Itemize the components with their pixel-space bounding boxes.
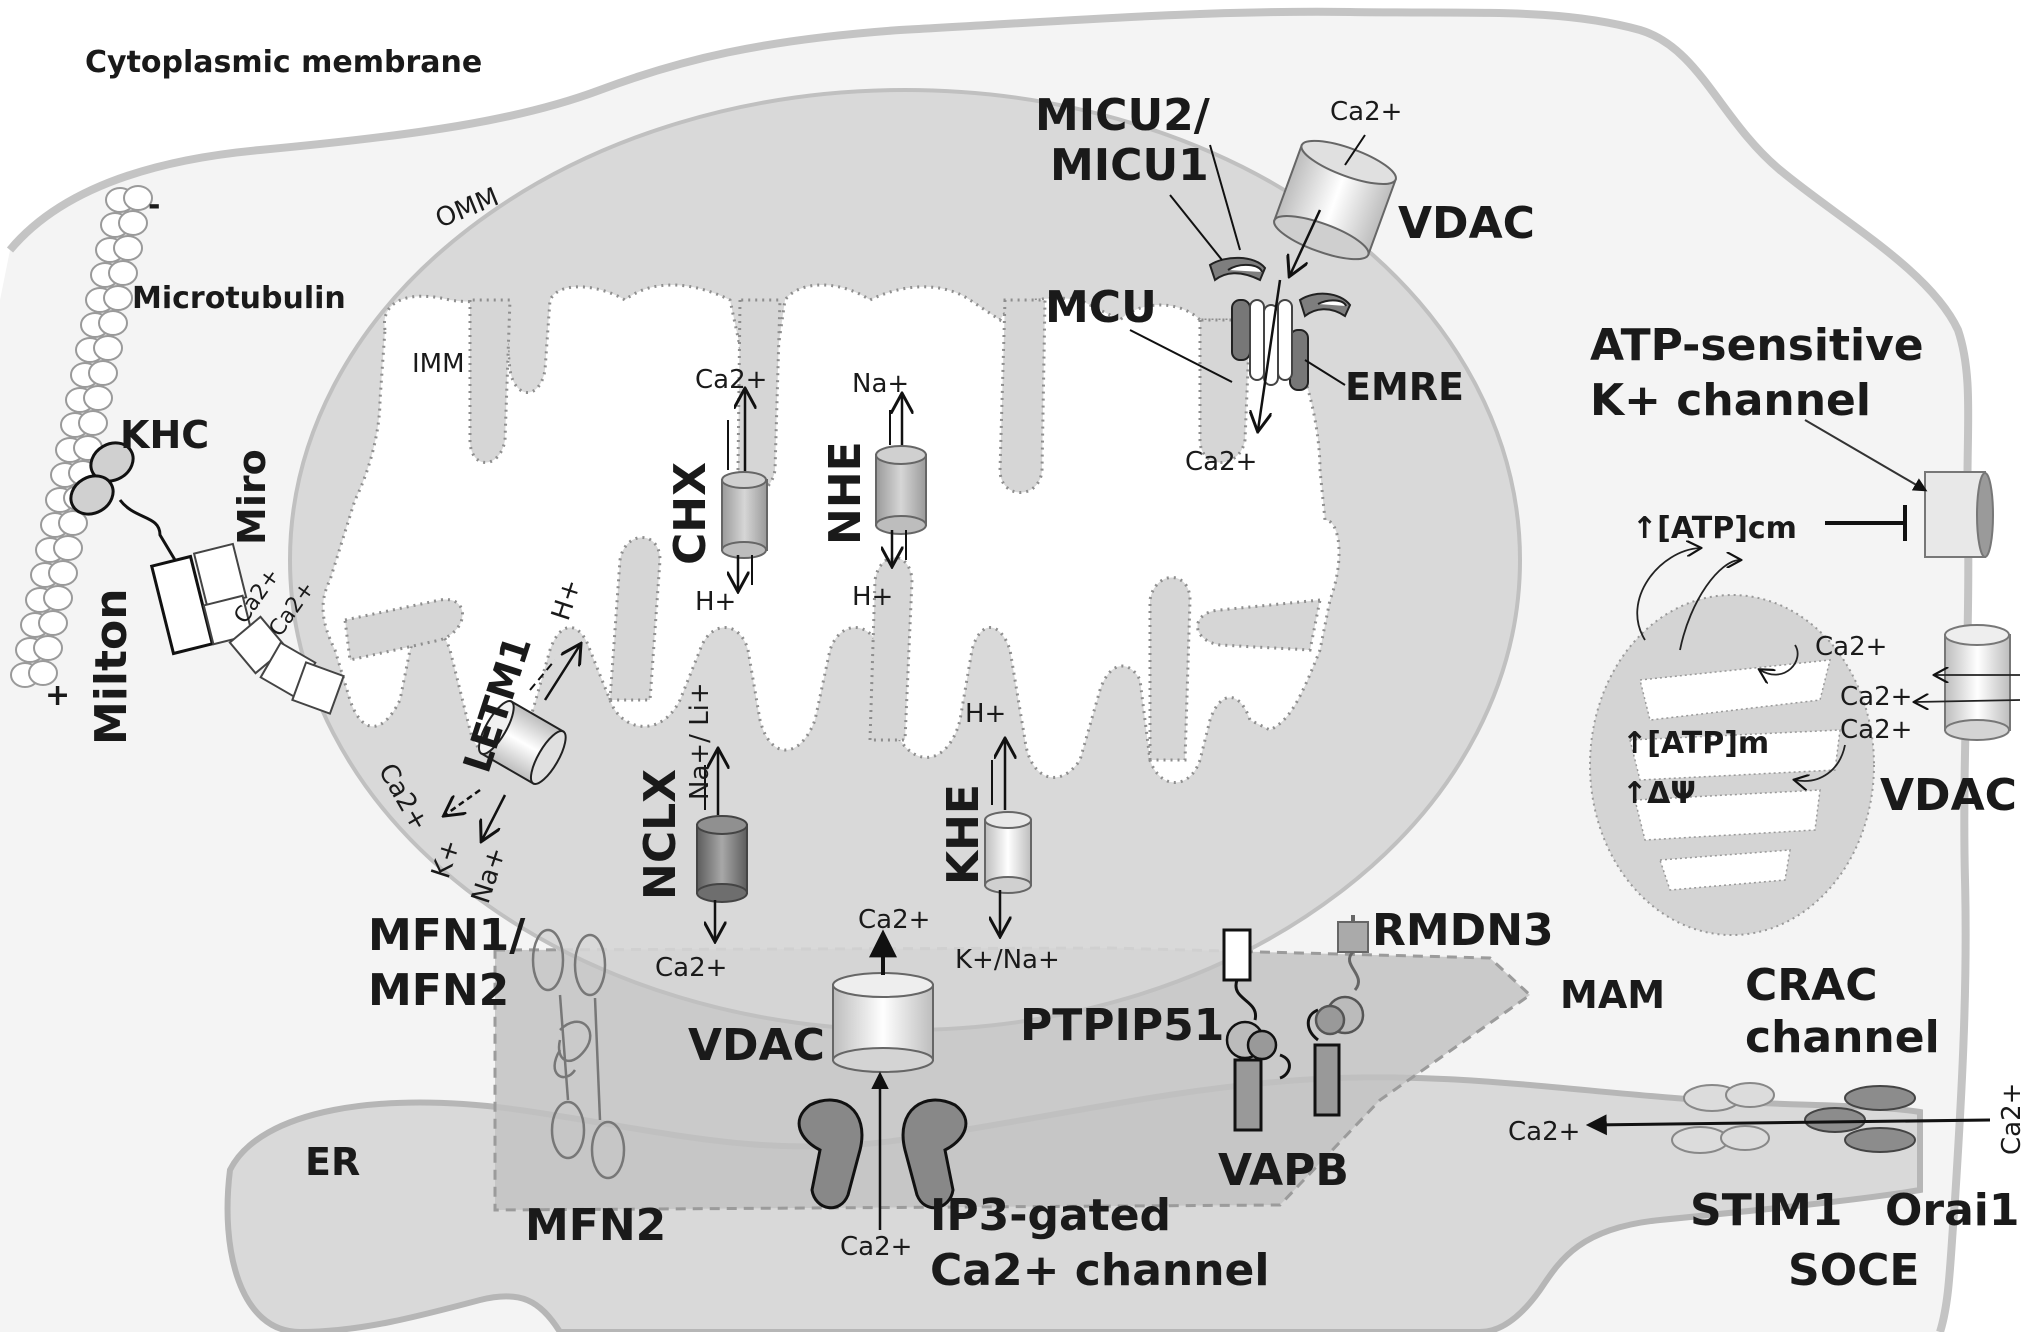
vdac-right-label: VDAC xyxy=(1880,770,2017,821)
khe-h-label: H+ xyxy=(965,699,1006,729)
ptpip51-label: PTPIP51 xyxy=(1020,1000,1224,1051)
mfn1-mfn2-label-line2: MFN2 xyxy=(368,965,509,1016)
nhe-label: NHE xyxy=(820,441,871,545)
mcu-pointer xyxy=(1129,329,1233,383)
small-ca2-label-2: Ca2+ xyxy=(1840,682,1912,712)
miro-protein xyxy=(192,542,345,715)
nclx-in-label: Na+/ Li+ xyxy=(685,682,715,800)
khe-exchanger xyxy=(984,740,1032,935)
crac-ca2-in-label: Ca2+ xyxy=(1997,1083,2027,1155)
micu-pointer-1 xyxy=(1169,194,1223,261)
micu-pointer-2 xyxy=(1209,144,1241,251)
ip3-label-line2: Ca2+ channel xyxy=(930,1245,1269,1296)
cristae-folds xyxy=(343,298,1322,762)
vdac-mam-label: VDAC xyxy=(688,1020,825,1071)
emre-pointer xyxy=(1304,359,1346,386)
imm-label: IMM xyxy=(412,349,465,379)
atp-cm-label: ↑[ATP]cm xyxy=(1632,511,1797,546)
chx-exchanger xyxy=(721,390,768,590)
mfn-tethers xyxy=(531,928,626,1180)
atp-sensitive-label-line2: K+ channel xyxy=(1590,375,1871,426)
vdac-mam-channel xyxy=(832,929,934,1073)
miro-label: Miro xyxy=(230,449,274,545)
rmdn3-protein xyxy=(1314,915,1369,1036)
milton-adaptor xyxy=(149,554,215,656)
micu-label-line1: MICU2/ xyxy=(1035,90,1211,141)
micu-label-line2: MICU1 xyxy=(1050,140,1209,191)
ip3-ca2-label: Ca2+ xyxy=(840,1232,912,1262)
milton-label: Milton xyxy=(86,588,137,745)
mcu-label: MCU xyxy=(1045,282,1157,333)
orai1-label: Orai1 xyxy=(1885,1185,2020,1236)
khe-kna-label: K+/Na+ xyxy=(955,945,1060,975)
cytoplasmic-membrane-label: Cytoplasmic membrane xyxy=(85,45,482,80)
vapb-label: VAPB xyxy=(1218,1145,1349,1196)
khe-label: KHE xyxy=(938,784,989,885)
small-ca2-label-3: Ca2+ xyxy=(1840,715,1912,745)
microtubule-minus-label: - xyxy=(148,188,160,223)
nhe-exchanger xyxy=(875,395,927,565)
chx-ca2-label: Ca2+ xyxy=(695,365,767,395)
vdac-top-flow-arrow xyxy=(1290,209,1322,275)
vdac-top-ca2-label: Ca2+ xyxy=(1330,97,1402,127)
ip3-receptor xyxy=(797,1071,968,1230)
katp-channel xyxy=(1804,419,1994,558)
letm1-exchanger xyxy=(445,645,580,840)
crac-ca2-out-label: Ca2+ xyxy=(1508,1117,1580,1147)
small-mitochondrion xyxy=(1589,548,1875,936)
khc-motor xyxy=(69,441,177,561)
vdac-mam-ca2-label: Ca2+ xyxy=(858,905,930,935)
cytoplasmic-membrane-line xyxy=(6,7,1973,1334)
microtubule-plus-label: + xyxy=(45,678,70,713)
mfn2-label: MFN2 xyxy=(525,1200,666,1251)
er-label: ER xyxy=(305,1140,360,1184)
soce-label: SOCE xyxy=(1788,1245,1919,1296)
crac-label-line2: channel xyxy=(1745,1012,1940,1063)
chx-label: CHX xyxy=(665,462,716,565)
khc-label: KHC xyxy=(120,413,209,457)
atp-sensitive-label-line1: ATP-sensitive xyxy=(1590,320,1924,371)
rmdn3-label: RMDN3 xyxy=(1372,905,1554,956)
nhe-h-label: H+ xyxy=(852,582,893,612)
ptpip51-vapb-complex xyxy=(1222,928,1341,1132)
atp-m-label: ↑[ATP]m xyxy=(1622,726,1769,761)
delta-psi-label: ↑ΔΨ xyxy=(1622,776,1696,811)
vdac-omm-channel xyxy=(1273,139,1397,261)
nhe-na-label: Na+ xyxy=(852,369,909,399)
vdac-top-label: VDAC xyxy=(1398,198,1535,249)
mcu-complex xyxy=(1208,256,1352,430)
crac-label-line1: CRAC xyxy=(1745,960,1878,1011)
ip3-label-line1: IP3-gated xyxy=(930,1190,1171,1241)
crac-channel xyxy=(1585,1082,1991,1154)
nclx-label: NCLX xyxy=(635,769,686,900)
stim1-label: STIM1 xyxy=(1690,1185,1842,1236)
mam-label: MAM xyxy=(1560,973,1665,1017)
chx-h-label: H+ xyxy=(695,587,736,617)
microtubule xyxy=(10,185,153,688)
mitochondrion-imm-cristae xyxy=(321,283,1341,784)
vdac-right-channel xyxy=(1915,624,2021,741)
mfn1-mfn2-label-line1: MFN1/ xyxy=(368,910,526,961)
small-ca2-label-1: Ca2+ xyxy=(1815,632,1887,662)
vdac-top-ca2-pointer xyxy=(1344,134,1366,166)
emre-label: EMRE xyxy=(1345,365,1464,409)
nclx-exchanger xyxy=(696,750,748,940)
mcu-ca2-out-label: Ca2+ xyxy=(1185,447,1257,477)
microtubulin-label: Microtubulin xyxy=(132,281,346,316)
nclx-ca2-label: Ca2+ xyxy=(655,953,727,983)
